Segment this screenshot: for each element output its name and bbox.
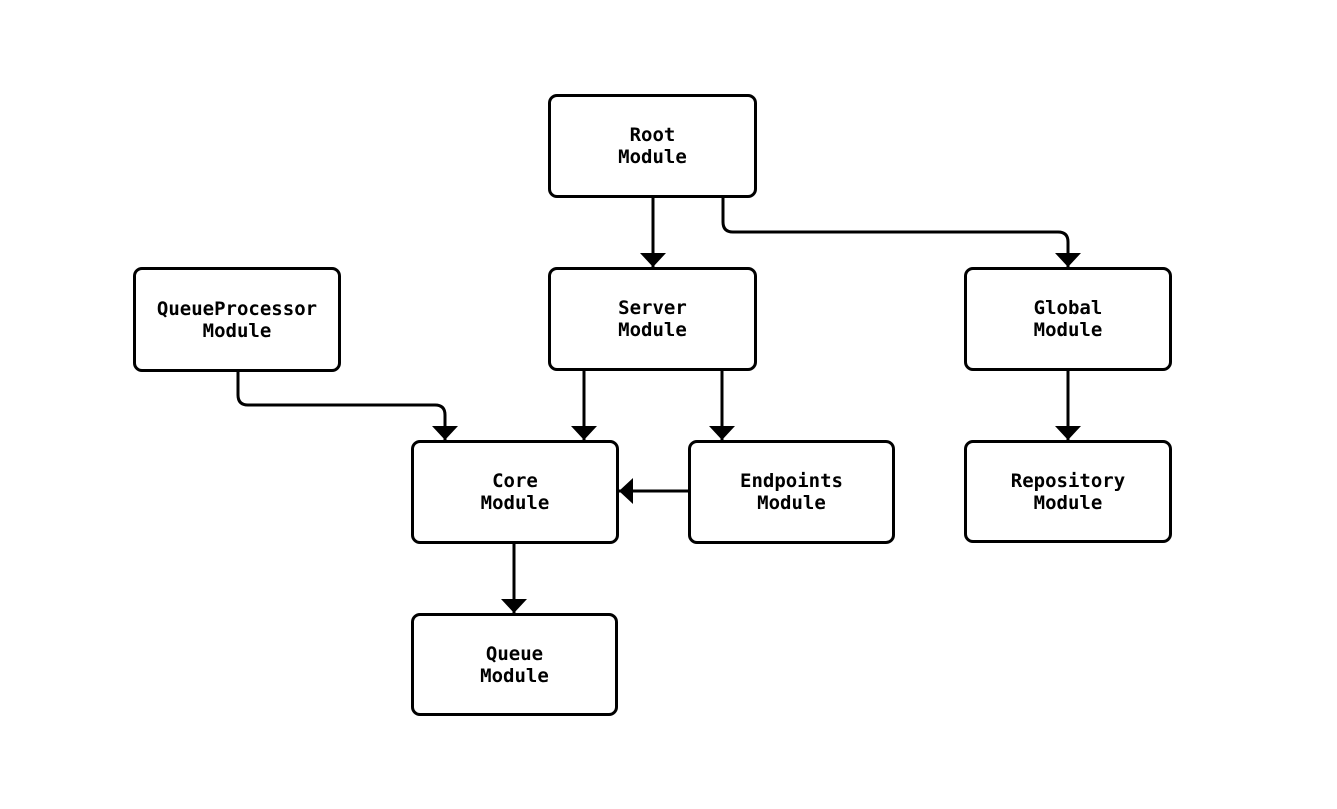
node-label-queue-module: Queue Module (480, 642, 549, 687)
node-label-root-module: Root Module (618, 124, 687, 168)
node-label-queueprocessor-module: QueueProcessor Module (156, 297, 318, 342)
node-label-core-module: Core Module (480, 470, 550, 514)
node-queue-module: Queue Module (411, 613, 618, 716)
node-endpoints-module: Endpoints Module (688, 440, 895, 544)
node-core-module: Core Module (411, 440, 619, 544)
node-label-endpoints-module: Endpoints Module (740, 470, 843, 514)
node-label-global-module: Global Module (1033, 297, 1103, 341)
node-label-repository-module: Repository Module (1010, 469, 1126, 514)
edge-root-module-to-global-module (721, 198, 1081, 267)
edge-queueprocessor-module-to-core-module (236, 372, 458, 440)
node-label-server-module: Server Module (618, 297, 687, 341)
node-queueprocessor-module: QueueProcessor Module (133, 267, 341, 372)
node-global-module: Global Module (964, 267, 1172, 371)
node-server-module: Server Module (548, 267, 757, 371)
node-root-module: Root Module (548, 94, 757, 198)
node-repository-module: Repository Module (964, 440, 1172, 543)
